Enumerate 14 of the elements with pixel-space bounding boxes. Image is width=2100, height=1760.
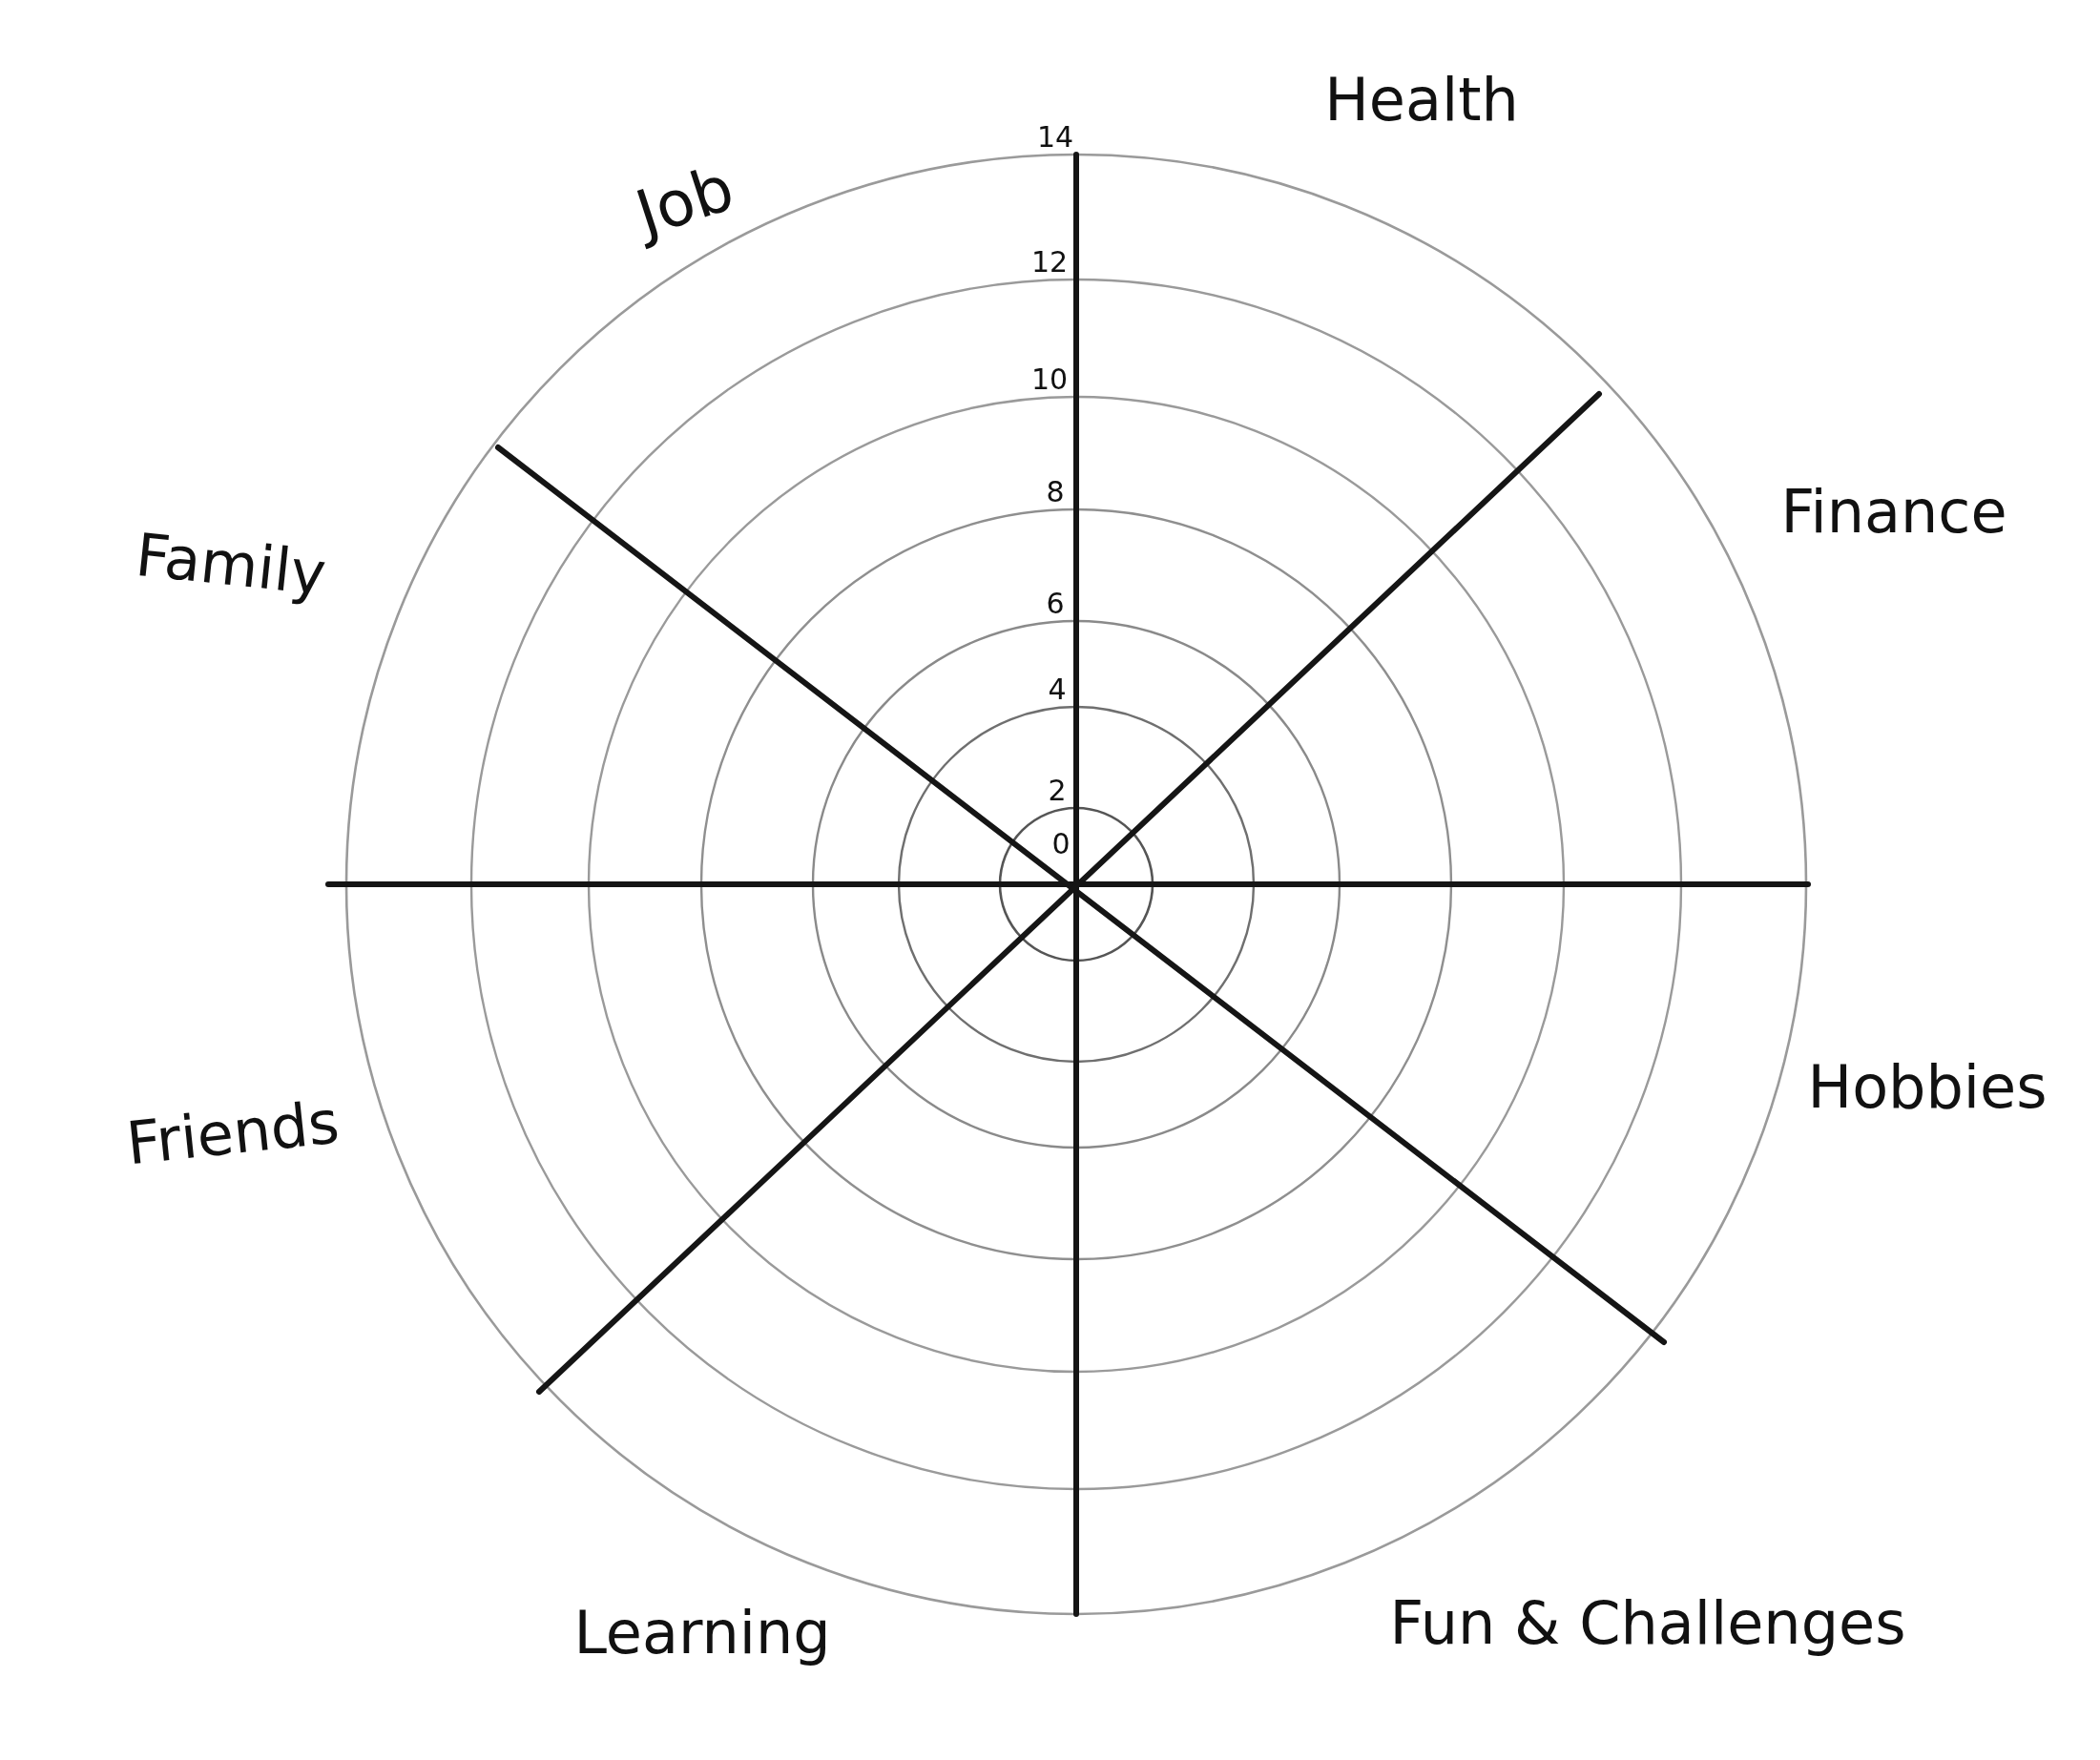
scale-number: 14 xyxy=(1036,123,1074,152)
category-label: Family xyxy=(133,525,329,605)
category-label: Health xyxy=(1324,71,1519,130)
scale-number: 4 xyxy=(1048,675,1067,704)
scale-number: 12 xyxy=(1030,248,1069,277)
scale-number: 8 xyxy=(1046,478,1065,507)
scale-number: 0 xyxy=(1051,830,1071,859)
scale-number: 2 xyxy=(1048,776,1067,805)
scale-number: 6 xyxy=(1046,590,1065,618)
category-label: Friends xyxy=(123,1092,343,1174)
category-label: Hobbies xyxy=(1807,1058,2048,1117)
category-label: Job xyxy=(629,155,741,247)
category-label: Finance xyxy=(1780,483,2007,542)
scale-number: 10 xyxy=(1030,365,1069,394)
